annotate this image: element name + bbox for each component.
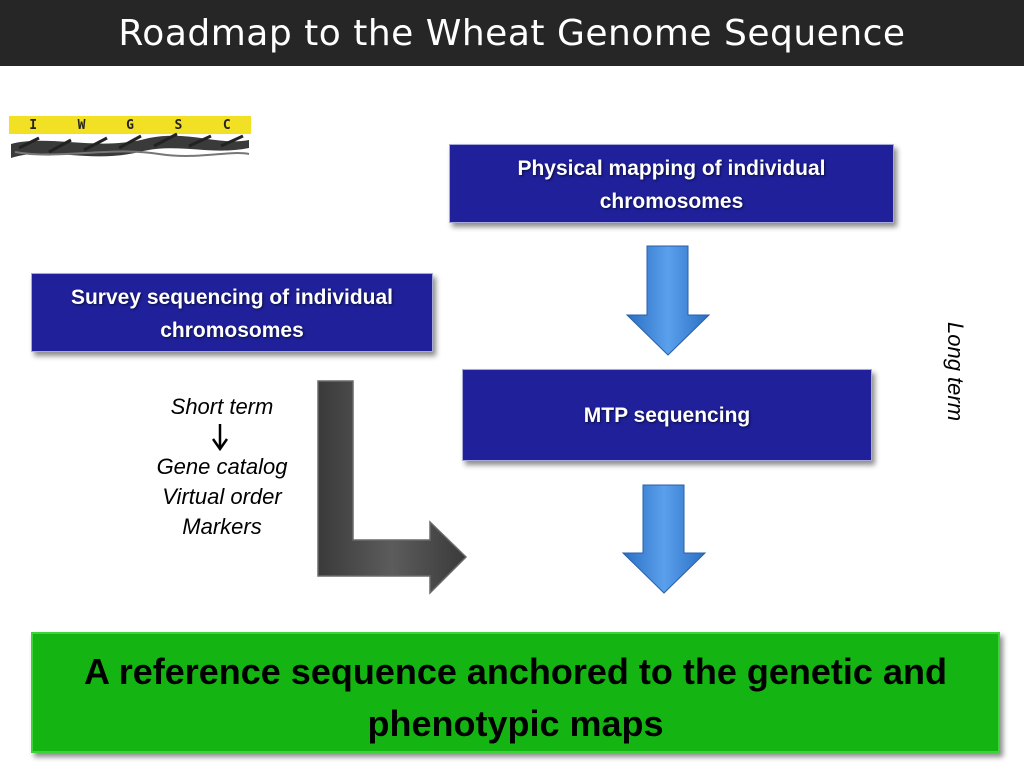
wheat-ear-icon xyxy=(11,132,250,158)
long-term-text: Long term xyxy=(943,322,968,422)
physical-mapping-line1: Physical mapping of individual xyxy=(517,157,826,180)
arrow-down-icon xyxy=(625,245,711,356)
arrow-down-icon xyxy=(621,484,707,594)
physical-mapping-line2: chromosomes xyxy=(599,189,744,213)
output-virtual-order: Virtual order xyxy=(162,484,282,509)
logo-letter: S xyxy=(174,117,183,133)
iwgsc-logo: I W G S C xyxy=(9,116,251,166)
title-bar: Roadmap to the Wheat Genome Sequence xyxy=(0,0,1024,66)
bent-arrow-icon xyxy=(317,380,468,595)
short-term-label: Short term xyxy=(170,394,274,419)
physical-mapping-box: Physical mapping of individual chromosom… xyxy=(449,144,894,223)
logo-letter: G xyxy=(126,117,134,133)
logo-letters: I W G S C xyxy=(9,116,251,134)
mtp-sequencing-label: MTP sequencing xyxy=(583,404,751,427)
short-term-outputs: Gene catalog Virtual order Markers xyxy=(120,452,324,542)
output-gene-catalog: Gene catalog xyxy=(156,454,288,479)
reference-line1: A reference sequence anchored to the gen… xyxy=(84,651,947,692)
long-term-label: Long term xyxy=(938,322,968,442)
logo-letter: C xyxy=(222,117,231,133)
survey-sequencing-box: Survey sequencing of individual chromoso… xyxy=(31,273,433,352)
logo-band xyxy=(9,116,251,134)
logo-letter: I xyxy=(29,117,38,133)
page-title: Roadmap to the Wheat Genome Sequence xyxy=(118,12,906,54)
arrow-down-icon xyxy=(211,424,229,451)
logo-letter: W xyxy=(77,117,86,133)
reference-sequence-box: A reference sequence anchored to the gen… xyxy=(31,632,1000,753)
output-markers: Markers xyxy=(182,514,262,539)
reference-line2: phenotypic maps xyxy=(367,703,664,745)
mtp-sequencing-box: MTP sequencing xyxy=(462,369,872,461)
survey-sequencing-line1: Survey sequencing of individual xyxy=(70,286,394,309)
survey-sequencing-line2: chromosomes xyxy=(160,318,304,342)
